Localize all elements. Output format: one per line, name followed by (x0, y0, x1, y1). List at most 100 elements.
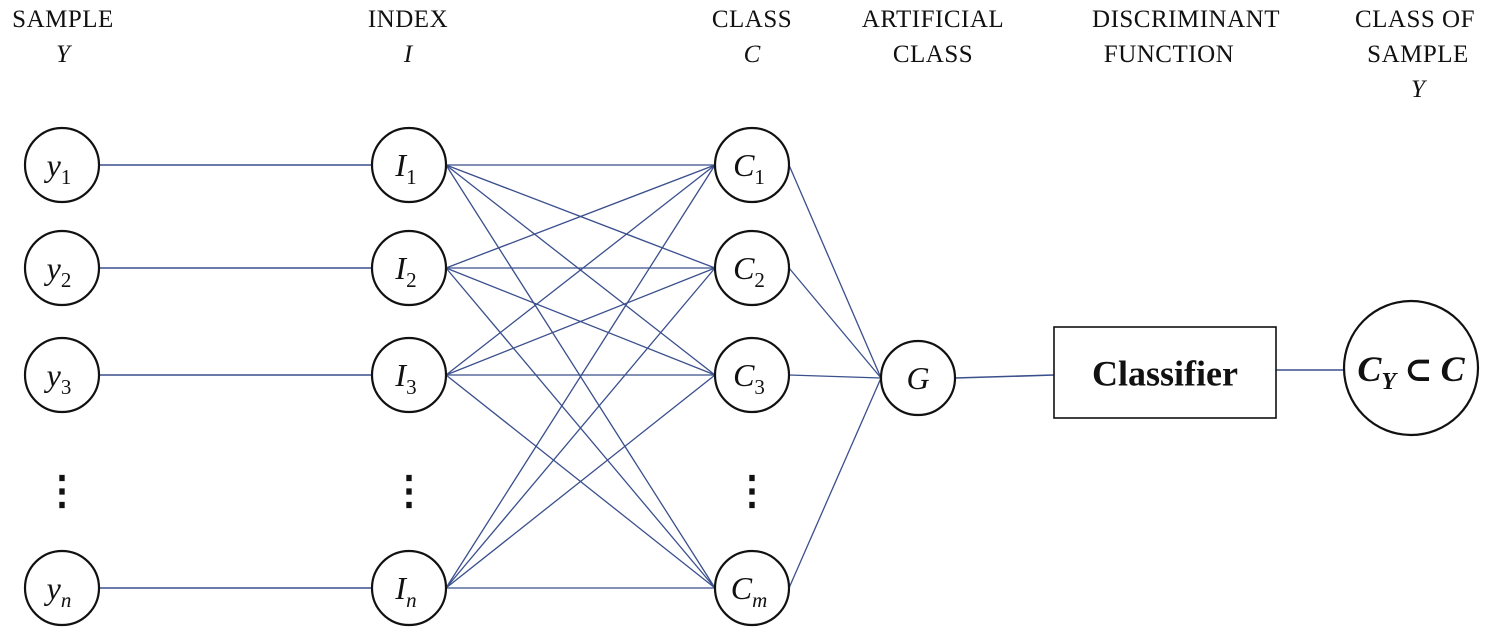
index-node-subscript: 2 (406, 268, 417, 292)
header-sample: SAMPLE Y (12, 6, 114, 68)
artificial-class-circle (879, 339, 957, 417)
class-node-circle (713, 549, 791, 627)
edge-index-class (445, 164, 716, 269)
output-class-circle (1342, 299, 1480, 437)
sample-node: y1 (23, 126, 101, 204)
class-node-base: C (733, 250, 755, 286)
class-node-subscript: 1 (754, 165, 765, 189)
header-sample-var: Y (56, 41, 73, 68)
class-node-subscript: 2 (754, 268, 765, 292)
header-sample-title: SAMPLE (12, 6, 114, 33)
classifier-box: Classifier (1053, 326, 1277, 419)
header-index-title: INDEX (368, 6, 448, 33)
header-index: INDEX I (368, 6, 448, 68)
sample-node-subscript: 1 (61, 165, 72, 189)
output-class-node: CY⊂C (1342, 299, 1480, 437)
sample-node-label: y2 (44, 250, 72, 292)
header-class-of-sample-line2: SAMPLE (1367, 41, 1469, 68)
sample-node-base: y (44, 357, 62, 393)
class-node-base: C (733, 357, 755, 393)
artificial-class-node: G (879, 339, 957, 417)
output-class-expression: CY⊂C (1357, 349, 1465, 395)
class-node: Cm (713, 549, 791, 627)
sample-node-subscript: 3 (61, 375, 72, 399)
class-node-label: C1 (733, 147, 765, 189)
class-node-base: C (731, 570, 753, 606)
index-node-circle (370, 336, 448, 414)
sample-node-subscript: n (61, 588, 72, 612)
header-index-var: I (403, 41, 414, 68)
class-ellipsis: ⋮ (732, 468, 772, 513)
class-node: C1 (713, 126, 791, 204)
index-node-base: I (394, 357, 407, 393)
index-node-base: I (394, 250, 407, 286)
sample-node-circle (23, 549, 101, 627)
index-node-subscript: n (406, 588, 417, 612)
class-node: C2 (713, 229, 791, 307)
sample-node: yn (23, 549, 101, 627)
classifier-rect (1053, 326, 1277, 419)
index-node: In (370, 549, 448, 627)
sample-node-base: y (44, 250, 62, 286)
class-node-circle (713, 126, 791, 204)
edge-index-class (445, 164, 716, 376)
class-node-label: C3 (733, 357, 765, 399)
index-node: I1 (370, 126, 448, 204)
header-discriminant-line2: FUNCTION (1104, 41, 1234, 68)
header-class-of-sample: CLASS OF SAMPLE Y (1355, 6, 1475, 103)
index-node-subscript: 3 (406, 375, 417, 399)
class-node-circle (713, 336, 791, 414)
sample-node-circle (23, 336, 101, 414)
edge-index-class (445, 164, 716, 589)
index-node: I2 (370, 229, 448, 307)
class-node-circle (713, 229, 791, 307)
sample-node: y2 (23, 229, 101, 307)
edge-class-artificial (788, 374, 882, 379)
header-discriminant-function: DISCRIMINANT FUNCTION (1092, 6, 1280, 68)
output-class-set: C (1441, 349, 1466, 389)
header-discriminant-line1: DISCRIMINANT (1092, 6, 1280, 33)
output-subset-symbol: ⊂ (1404, 350, 1433, 390)
class-node-base: C (733, 147, 755, 183)
sample-node-circle (23, 126, 101, 204)
index-node-circle (370, 549, 448, 627)
sample-node-label: yn (44, 570, 72, 612)
edge-class-artificial (788, 377, 882, 589)
sample-node: y3 (23, 336, 101, 414)
sample-node-base: y (44, 147, 62, 183)
index-ellipsis: ⋮ (389, 468, 429, 513)
classifier-label: Classifier (1092, 353, 1238, 393)
output-class-base: C (1357, 349, 1382, 389)
header-class-of-sample-var: Y (1411, 76, 1428, 103)
sample-node-label: y3 (44, 357, 72, 399)
header-artificial-line2: CLASS (893, 41, 973, 68)
class-node: C3 (713, 336, 791, 414)
edge-index-class (445, 267, 716, 589)
index-node-subscript: 1 (406, 165, 417, 189)
sample-node-circle (23, 229, 101, 307)
sample-node-subscript: 2 (61, 268, 72, 292)
sample-node-label: y1 (44, 147, 72, 189)
header-class-of-sample-line1: CLASS OF (1355, 6, 1475, 33)
edge-class-artificial (788, 164, 882, 379)
header-class-title: CLASS (712, 6, 792, 33)
index-node-base: I (394, 570, 407, 606)
edge-artificial-classifier (954, 374, 1055, 379)
index-node-circle (370, 229, 448, 307)
index-node: I3 (370, 336, 448, 414)
header-class-var: C (744, 41, 761, 68)
header-class: CLASS C (712, 6, 792, 68)
output-class-subscript: Y (1381, 369, 1398, 395)
edge-index-class (445, 267, 716, 376)
header-artificial-class: ARTIFICIAL CLASS (862, 6, 1004, 68)
header-artificial-line1: ARTIFICIAL (862, 6, 1004, 33)
artificial-class-label: G (906, 360, 929, 396)
class-node-label: C2 (733, 250, 765, 292)
sample-node-base: y (44, 570, 62, 606)
index-node-label: I3 (394, 357, 416, 399)
